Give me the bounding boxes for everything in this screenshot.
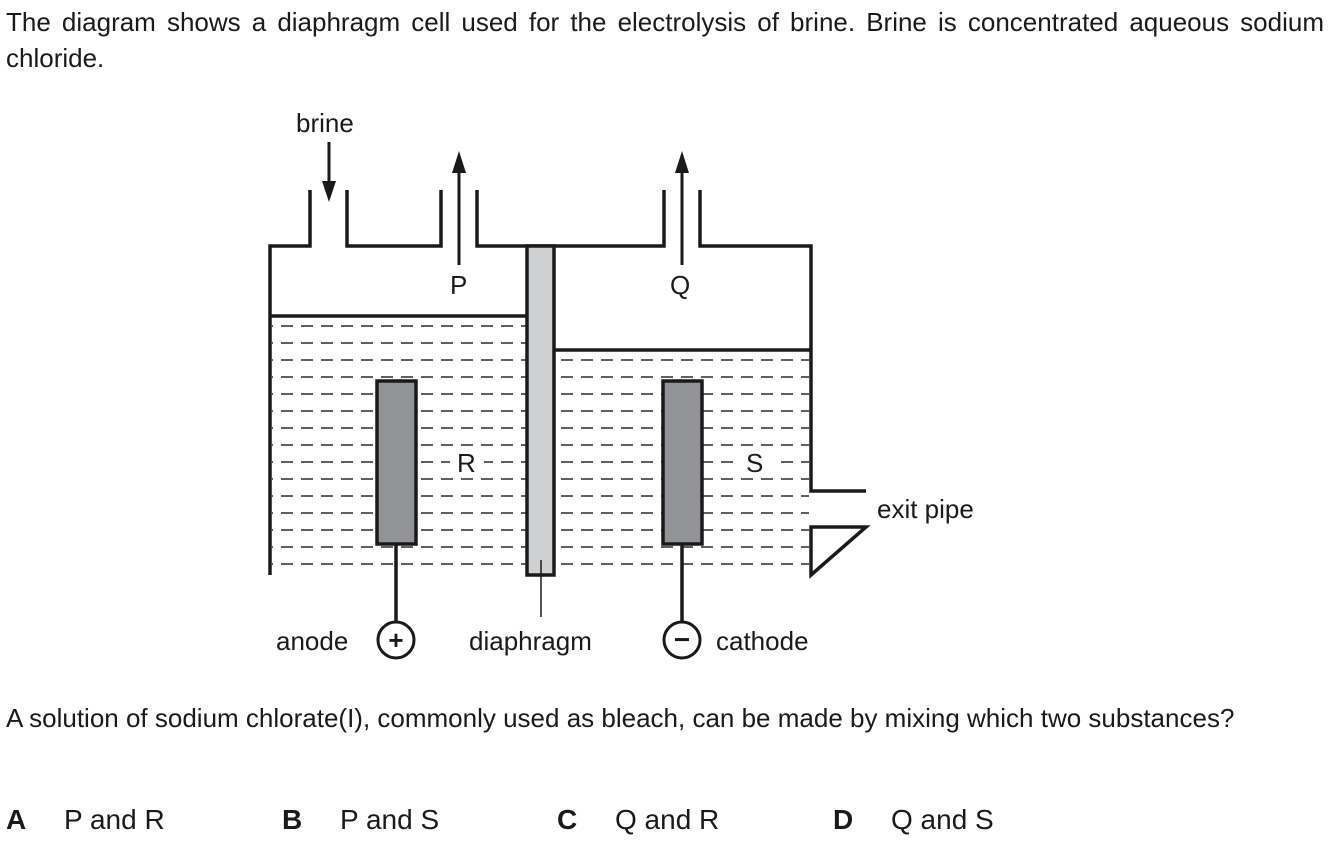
diaphragm-cell-diagram: + − brine P Q R S exit pipe anode diaphr…	[268, 108, 974, 660]
cathode-terminal	[662, 620, 702, 660]
option-a-text: P and R	[64, 804, 165, 835]
option-c-letter: C	[557, 804, 578, 835]
label-R-background	[450, 446, 484, 478]
label-S-background	[740, 446, 774, 478]
question-text: A solution of sodium chlorate(I), common…	[6, 703, 1235, 733]
label-S: S	[746, 448, 763, 478]
label-Q: Q	[670, 270, 690, 300]
label-anode: anode	[276, 626, 348, 656]
tank-outline	[268, 190, 871, 579]
label-P: P	[450, 270, 467, 300]
anode-terminal	[376, 620, 416, 660]
P-arrow-head	[452, 151, 466, 173]
intro-text: The diagram shows a diaphragm cell used …	[6, 7, 1324, 73]
Q-arrow-head	[675, 151, 689, 173]
label-cathode: cathode	[716, 626, 809, 656]
diaphragm	[525, 244, 556, 577]
option-b-text: P and S	[340, 804, 440, 835]
label-exit-pipe: exit pipe	[877, 494, 974, 524]
label-brine: brine	[296, 108, 354, 138]
brine-arrow-head	[322, 181, 336, 202]
cathode-electrode	[661, 379, 704, 546]
anode-electrode	[375, 379, 418, 546]
plus-sign: +	[388, 625, 403, 655]
answer-options: A P and R B P and S C Q and R D Q and S	[0, 800, 1337, 840]
label-diaphragm: diaphragm	[469, 626, 592, 656]
option-a-letter: A	[6, 804, 27, 835]
option-d-text: Q and S	[891, 804, 994, 835]
label-R: R	[457, 448, 476, 478]
minus-sign: −	[674, 624, 690, 655]
option-c-text: Q and R	[615, 804, 720, 835]
option-d-letter: D	[833, 804, 854, 835]
option-b-letter: B	[282, 804, 303, 835]
